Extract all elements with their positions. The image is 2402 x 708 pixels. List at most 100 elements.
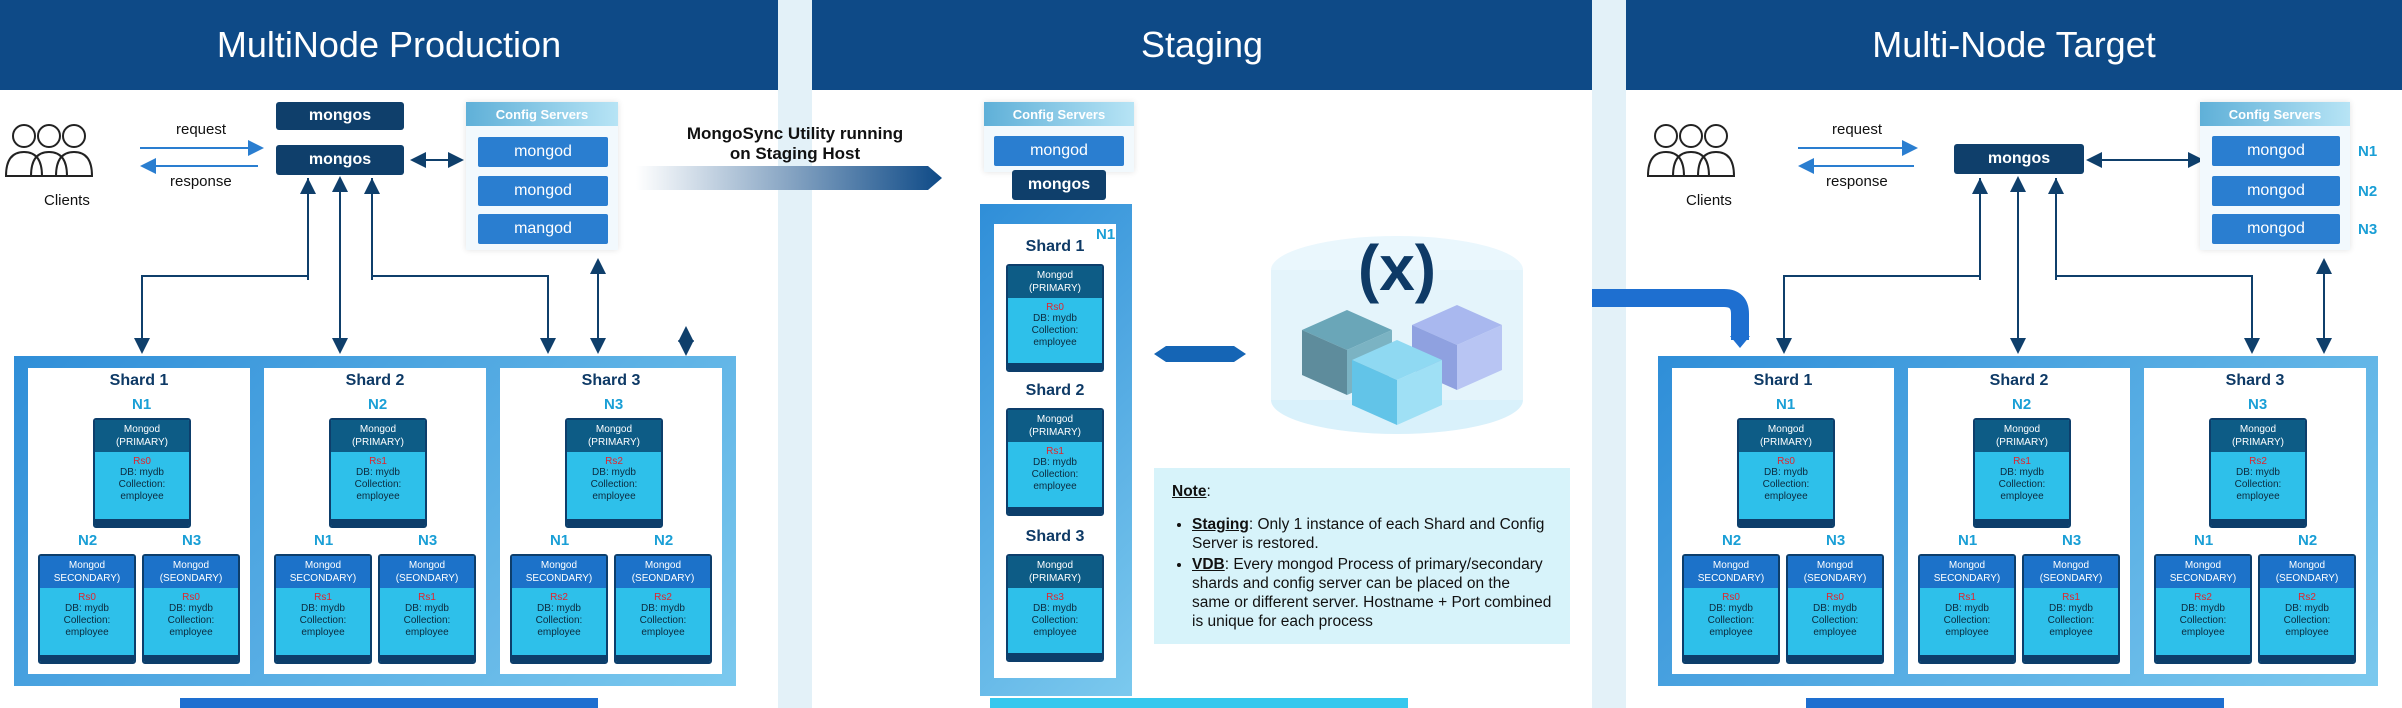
node-name: Mongod [1948,560,1986,571]
node-role: (SEONDARY) [395,573,459,584]
collection-value: employee [356,491,400,502]
db-label: DB: mydb [356,467,400,478]
collection-label: Collection: [1031,325,1079,336]
collection-label: Collection: [63,615,111,626]
node-role: (PRIMARY) [115,437,169,448]
config-servers-header: Config Servers [2200,102,2350,126]
clients-label: Clients [44,192,90,209]
vdb-logo-icon: (x) [1271,232,1523,434]
node-label: N1 [314,532,334,549]
db-label: DB: mydb [65,603,109,614]
collection-value: employee [2049,627,2093,638]
shard-title: Shard 1 [109,372,169,389]
collection-value: employee [641,627,685,638]
node-name: Mongod [540,560,578,571]
node-role: (PRIMARY) [587,437,641,448]
config-server: mongod [478,176,608,206]
node-label: N2 [2358,183,2378,200]
request-label: request [176,121,227,138]
note-term: VDB [1192,556,1225,573]
node-role: (PRIMARY) [2231,437,2285,448]
node-label: N1 [1958,532,1978,549]
db-label: DB: mydb [1033,603,1077,614]
collection-label: Collection: [590,479,638,490]
node-name: Mongod [1816,560,1854,571]
clients-icon [4,124,94,177]
mongos-box: mongos [276,145,404,175]
node-label: N3 [182,532,202,549]
collection-value: employee [120,491,164,502]
shard-title: Shard 3 [581,372,641,389]
collection-value: employee [1945,627,1989,638]
node-role: SECONDARY) [525,573,593,584]
node-role: (PRIMARY) [1028,427,1082,438]
node-label: N1 [1096,226,1116,243]
primary-node: Mongod(PRIMARY) Rs2 DB: mydb Collection:… [2209,418,2307,528]
node-role: (PRIMARY) [351,437,405,448]
node-role: (SEONDARY) [631,573,695,584]
shard-card: Shard 2 N2 Mongod(PRIMARY) Rs1 DB: mydb … [1908,368,2130,674]
node-role: SECONDARY) [53,573,121,584]
db-label: DB: mydb [2000,467,2044,478]
replica-set-label: Rs0 [133,456,151,467]
node-role: (PRIMARY) [1028,573,1082,584]
db-label: DB: mydb [2236,467,2280,478]
db-label: DB: mydb [2285,603,2329,614]
secondary-node: Mongod(SEONDARY) Rs0 DB: mydb Collection… [1786,554,1884,664]
shard-card: Shard 2 N2 Mongod(PRIMARY) Rs1 DB: mydb … [264,368,486,674]
node-label: N1 [2358,143,2378,160]
node-role: (SEONDARY) [2039,573,2103,584]
db-label: DB: mydb [1813,603,1857,614]
collection-value: employee [537,627,581,638]
replica-set-label: Rs2 [2194,592,2212,603]
collection-value: employee [2285,627,2329,638]
svg-text:(x): (x) [1358,232,1436,304]
node-label: N1 [2194,532,2214,549]
node-name: Mongod [68,560,106,571]
node-name: Mongod [123,424,161,435]
node-name: Mongod [1767,424,1805,435]
collection-value: employee [65,627,109,638]
node-name: Mongod [2288,560,2326,571]
secondary-node: Mongod(SEONDARY) Rs0 DB: mydb Collection… [142,554,240,664]
response-label: response [1826,173,1888,190]
db-label: DB: mydb [592,467,636,478]
db-label: DB: mydb [405,603,449,614]
node-label: N2 [2012,396,2032,413]
note-item: VDB: Every mongod Process of primary/sec… [1192,555,1552,631]
request-label: request [1832,121,1883,138]
node-name: Mongod [644,560,682,571]
node-role: (PRIMARY) [1028,283,1082,294]
node-label: N3 [2062,532,2082,549]
primary-node: Mongod(PRIMARY) Rs1 DB: mydb Collection:… [329,418,427,528]
shard-title: Shard 1 [1753,372,1813,389]
collection-label: Collection: [1031,469,1079,480]
node-name: Mongod [2239,424,2277,435]
node-role: (PRIMARY) [1995,437,2049,448]
node-role: SECONDARY) [2169,573,2237,584]
primary-node: Mongod (PRIMARY) Rs0 DB: mydb Collection:… [1006,264,1104,372]
shard-card: Shard 3 N3 Mongod(PRIMARY) Rs2 DB: mydb … [500,368,722,674]
node-label: N2 [1722,532,1742,549]
node-name: Mongod [304,560,342,571]
collection-label: Collection: [1707,615,1755,626]
note-heading: Note [1172,483,1207,500]
replica-set-label: Rs0 [1046,302,1064,313]
note-text: : Every mongod Process of primary/second… [1192,556,1552,630]
db-label: DB: mydb [1033,313,1077,324]
node-name: Mongod [2003,424,2041,435]
node-label: N3 [604,396,624,413]
collection-label: Collection: [354,479,402,490]
secondary-node: Mongod(SEONDARY) Rs1 DB: mydb Collection… [2022,554,2120,664]
node-name: Mongod [172,560,210,571]
config-server: mongod [2212,176,2340,206]
node-name: Mongod [1036,270,1074,281]
db-label: DB: mydb [2049,603,2093,614]
config-server: mongod [994,136,1124,166]
collection-value: employee [2000,491,2044,502]
replica-set-label: Rs3 [1046,592,1064,603]
